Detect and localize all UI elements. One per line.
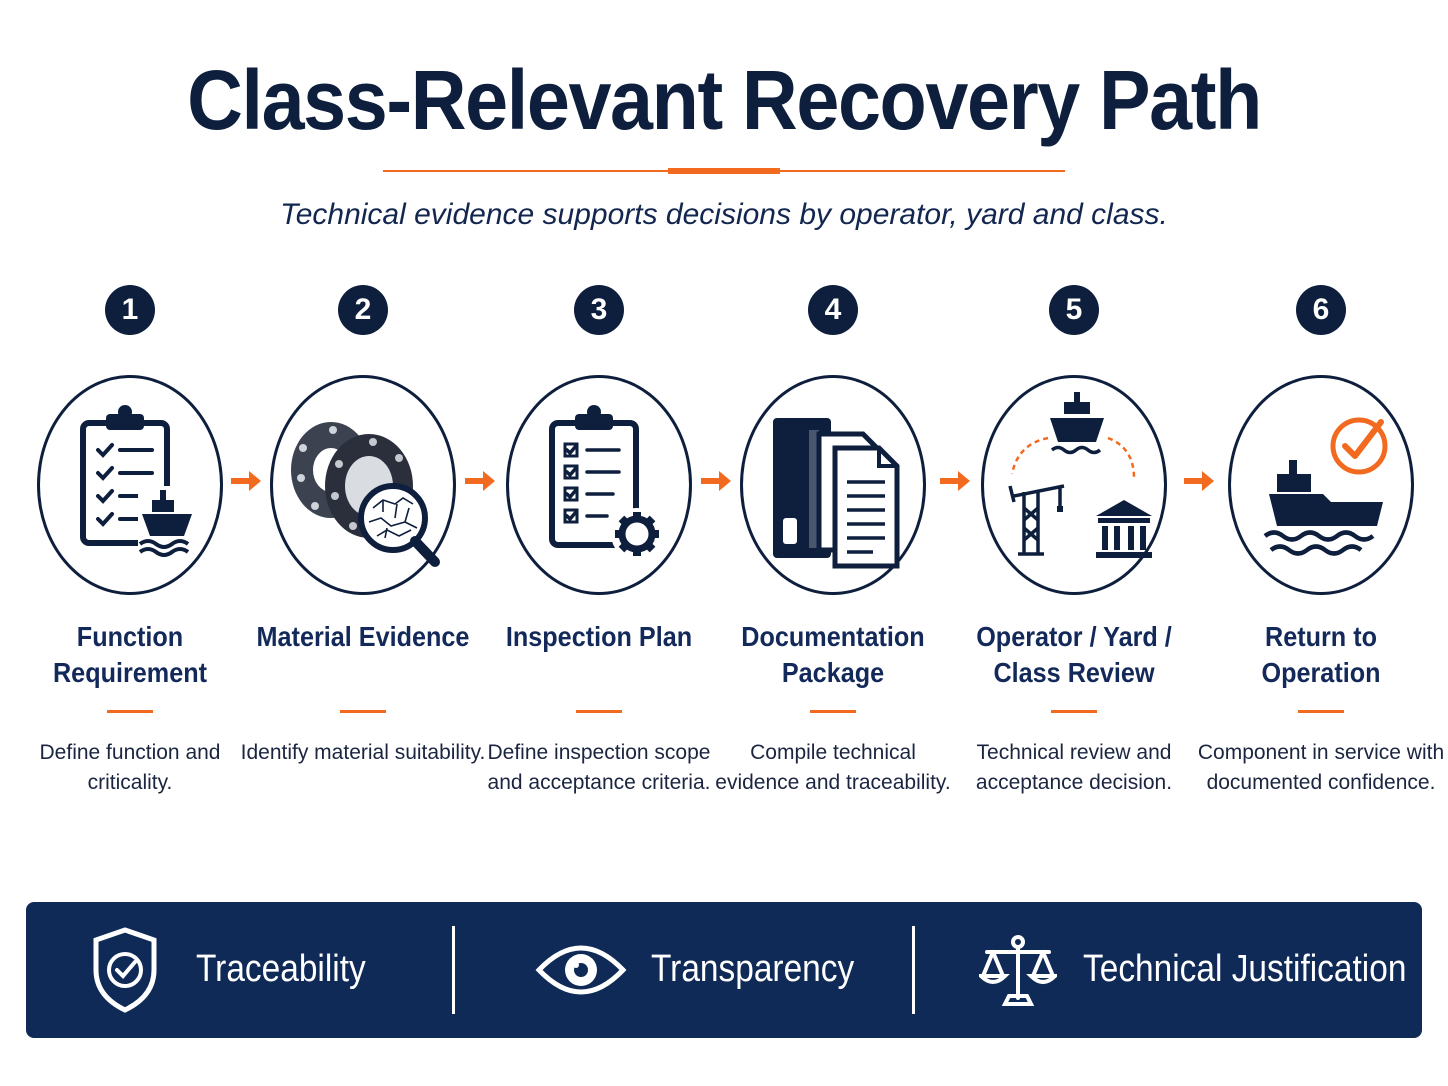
step-icon-circle [270,375,456,595]
banner-item-traceability: Traceability [26,902,454,1038]
step-divider [1298,710,1344,713]
banner-divider [912,926,915,1014]
step-title: Inspection Plan [505,621,693,652]
clipboard-checklist-ship-icon [80,405,194,557]
arrow-right-icon [465,471,495,491]
arrow-right-icon [1184,471,1214,491]
step-number: 4 [808,285,858,335]
step-number: 6 [1296,285,1346,335]
step-description: Define inspection scope and acceptance c… [487,741,711,794]
page-title: Class-Relevant Recovery Path [187,53,1262,147]
step-description: Identify material suitability. [240,741,486,764]
ship-crane-institution-icon [1008,392,1152,558]
step-description: Component in service with documented con… [1197,741,1445,794]
step-number: 5 [1049,285,1099,335]
flange-magnifier-icon [291,422,440,567]
arrow-right-icon [940,471,970,491]
step-icon-circle [506,375,692,595]
step-description: Compile technical evidence and traceabil… [715,741,951,794]
step-description: Technical review and acceptance decision… [975,741,1173,794]
banner-label: Traceability [196,948,366,990]
step-divider [576,710,622,713]
step-title: Documentation Package [741,621,925,688]
step-title: Return to Operation [1261,621,1381,688]
principles-banner: Traceability Transparency Technical Just [26,902,1422,1038]
banner-item-transparency: Transparency [455,902,913,1038]
step-icon-circle [740,375,926,595]
binder-documents-icon [773,418,900,569]
step-divider [340,710,386,713]
banner-label: Transparency [651,948,855,990]
step-icon-circle [1228,375,1414,595]
ship-checkmark-icon [1263,417,1388,556]
scales-icon [979,935,1057,1006]
title-underline-accent [668,168,780,174]
shield-check-icon [93,927,157,1013]
banner-item-technical-justification: Technical Justification [915,902,1421,1038]
step-number: 3 [574,285,624,335]
banner-label: Technical Justification [1083,948,1407,990]
step-divider [1051,710,1097,713]
step-title: Function Requirement [52,621,208,688]
subtitle: Technical evidence supports decisions by… [280,198,1168,231]
step-title: Operator / Yard / Class Review [976,621,1172,688]
eye-icon [535,945,627,995]
step-icon-circle [981,375,1167,595]
step-divider [107,710,153,713]
arrow-right-icon [701,471,731,491]
clipboard-checklist-gear-icon [549,405,663,560]
step-number: 1 [105,285,155,335]
step-divider [810,710,856,713]
banner-divider [452,926,455,1014]
step-description: Define function and criticality. [39,741,221,794]
arrow-right-icon [231,471,261,491]
step-icon-circle [37,375,223,595]
step-title: Material Evidence [256,621,470,652]
step-number: 2 [338,285,388,335]
